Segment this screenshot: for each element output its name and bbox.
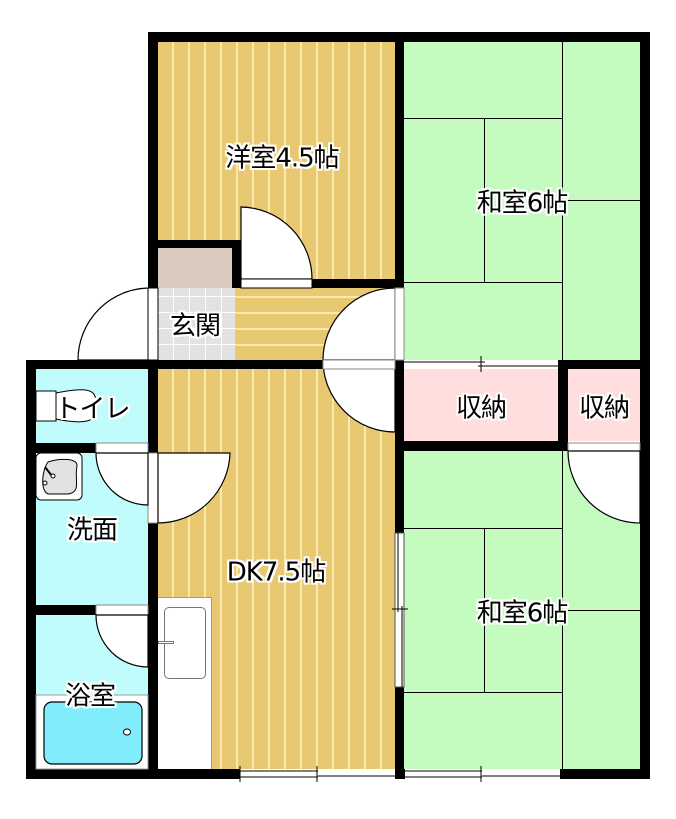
- japanese-room-lower-label: 和室6帖: [476, 598, 569, 629]
- wall-washroom-bottom: [26, 605, 96, 615]
- toilet-fixture-icon: [35, 389, 97, 423]
- bathtub-icon: [35, 694, 149, 770]
- washroom-label: 洗面: [66, 515, 118, 546]
- wall-center-vertical-upper: [395, 32, 404, 288]
- dk-japanese-sliding-door[interactable]: [392, 532, 408, 688]
- wall-bottom-right: [560, 769, 650, 779]
- entrance-door[interactable]: [77, 287, 159, 361]
- wall-shoebox-top: [148, 240, 240, 248]
- entrance-label: 玄関: [169, 311, 221, 342]
- washroom-door[interactable]: [95, 452, 231, 524]
- hall-door[interactable]: [322, 287, 405, 433]
- tatami-line: [562, 610, 640, 611]
- closet-large-floor: [404, 369, 558, 441]
- bathroom-label: 浴室: [64, 681, 116, 712]
- tatami-line: [404, 528, 562, 529]
- closet-large-label: 収納: [455, 393, 507, 424]
- tatami-line: [484, 118, 485, 282]
- wall-wet-right-a: [148, 360, 158, 453]
- western-room-floor: [158, 42, 395, 279]
- dk-window[interactable]: [239, 766, 395, 782]
- tatami-line: [562, 200, 640, 201]
- western-room-door[interactable]: [240, 206, 313, 289]
- entrance-tile-floor: [158, 288, 235, 360]
- japanese-room-window[interactable]: [405, 766, 560, 782]
- tatami-line: [404, 118, 562, 119]
- wall-center-vertical-mid: [395, 360, 404, 451]
- wall-western-bottom: [312, 279, 404, 288]
- shoe-box: [158, 248, 233, 288]
- wall-right: [640, 32, 650, 779]
- wall-toilet-bottom: [26, 443, 96, 453]
- closet-small-floor: [568, 369, 640, 441]
- wall-closet-bottom: [395, 441, 568, 451]
- wall-left-western: [148, 32, 158, 288]
- tatami-line: [404, 692, 562, 693]
- wash-basin-icon: [35, 452, 83, 501]
- tatami-line: [562, 42, 563, 360]
- dining-kitchen-label: DK7.5帖: [226, 557, 326, 588]
- wall-center-vertical-lower-a: [395, 441, 404, 533]
- toilet-label: トイレ: [54, 394, 130, 425]
- wall-wet-right-b: [148, 523, 158, 779]
- closet-sliding-door[interactable]: [404, 356, 558, 372]
- closet-small-label: 収納: [578, 393, 630, 424]
- western-room-label: 洋室4.5帖: [225, 143, 339, 174]
- wall-bottom-mid: [395, 769, 405, 779]
- wall-closet-divider: [558, 360, 568, 451]
- wall-center-vertical-lower-b: [395, 687, 404, 779]
- wall-hall-bottom: [26, 360, 323, 369]
- wall-shoebox-side: [232, 240, 241, 288]
- small-closet-door[interactable]: [567, 442, 641, 524]
- wall-wet-left: [26, 360, 36, 779]
- kitchen-faucet: [158, 641, 174, 644]
- tatami-line: [484, 528, 485, 692]
- wall-bottom-left: [26, 769, 240, 779]
- tatami-line: [404, 282, 562, 283]
- bathroom-door[interactable]: [95, 604, 149, 668]
- toilet-door[interactable]: [95, 442, 149, 454]
- wall-upper-japanese-right-closet-top: [558, 360, 650, 369]
- japanese-room-upper-floor: [404, 42, 640, 360]
- japanese-room-upper-label: 和室6帖: [476, 188, 569, 219]
